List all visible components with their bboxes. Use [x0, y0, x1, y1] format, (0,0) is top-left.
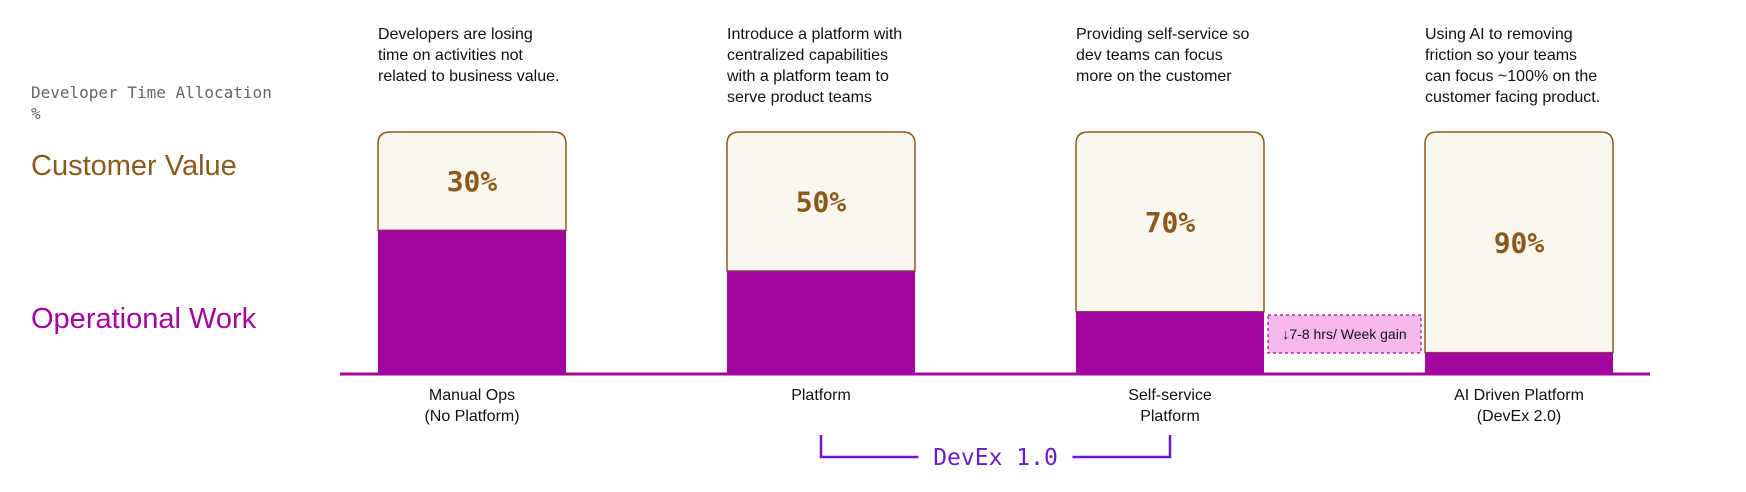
category-label: Manual Ops	[429, 387, 515, 404]
description-text: serve product teams	[727, 89, 872, 106]
description-text: dev teams can focus	[1076, 47, 1223, 64]
description-text: with a platform team to	[726, 68, 889, 85]
description-text: more on the customer	[1076, 68, 1232, 85]
bar-operational-work	[378, 230, 566, 373]
bar-operational-work	[727, 271, 915, 373]
bar-operational-work	[1076, 311, 1264, 373]
description-text: time on activities not	[378, 47, 524, 64]
category-label: Platform	[1140, 408, 1200, 425]
y-axis-label-line-1: Developer Time Allocation	[31, 83, 272, 102]
value-label: 30%	[447, 165, 498, 198]
description-text: can focus ~100% on the	[1425, 68, 1597, 85]
category-label: Self-service	[1128, 387, 1212, 404]
bracket-label: DevEx 1.0	[933, 445, 1058, 471]
bar-customer-value	[726, 131, 916, 272]
bar-operational-work	[1425, 352, 1613, 373]
description-text: Using AI to removing	[1425, 26, 1573, 43]
bar-customer-value	[1075, 131, 1265, 313]
bar-customer-value	[1424, 131, 1614, 354]
description-text: related to business value.	[378, 68, 559, 85]
description-text: customer facing product.	[1425, 89, 1600, 106]
bar-customer-value	[377, 131, 567, 231]
description-text: friction so your teams	[1425, 47, 1577, 64]
value-label: 70%	[1145, 206, 1196, 239]
description-text: Developers are losing	[378, 26, 533, 43]
category-label: Platform	[791, 387, 851, 404]
description-text: centralized capabilities	[727, 47, 888, 64]
value-label: 50%	[796, 186, 847, 219]
legend-customer-value: Customer Value	[31, 150, 237, 182]
category-label: (DevEx 2.0)	[1477, 408, 1561, 425]
description-text: Introduce a platform with	[727, 26, 902, 43]
category-label: (No Platform)	[424, 408, 519, 425]
annotation-text: ↓7-8 hrs/ Week gain	[1282, 326, 1406, 342]
bracket-right	[1072, 435, 1172, 459]
legend-operational-work: Operational Work	[31, 303, 257, 335]
annotation-box	[1267, 314, 1422, 354]
value-label: 90%	[1494, 226, 1545, 259]
description-text: Providing self-service so	[1076, 26, 1250, 43]
y-axis-label-line-2: %	[31, 104, 41, 123]
category-label: AI Driven Platform	[1454, 387, 1584, 404]
bracket-left	[819, 435, 919, 459]
